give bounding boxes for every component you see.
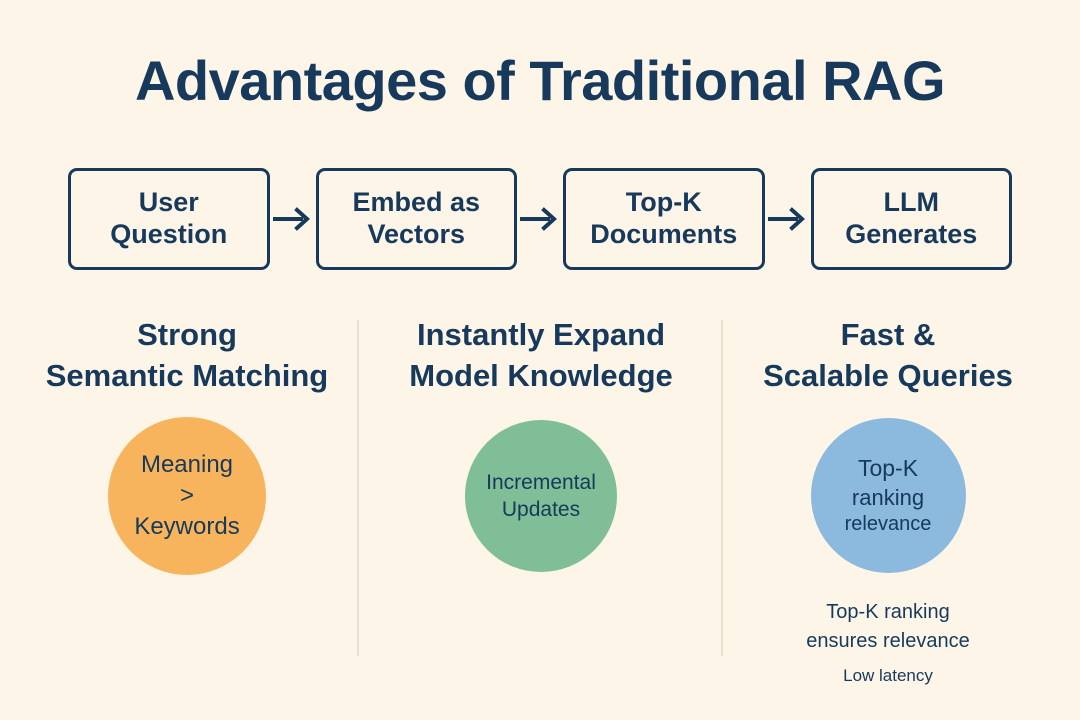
circle-label-line2: Updates — [501, 498, 581, 522]
circle-label-line2: ranking — [851, 484, 925, 510]
flow-step-label-line2: Documents — [590, 219, 738, 249]
flow-step-label-line2: Question — [110, 219, 228, 249]
column-heading-line1: Strong — [137, 317, 237, 352]
column-heading: Instantly Expand Model Knowledge — [409, 314, 673, 396]
advantage-column-semantic-matching: Strong Semantic Matching Meaning > Keywo… — [17, 314, 357, 576]
column-heading-line1: Instantly Expand — [416, 317, 666, 352]
flow-step-label-line1: User — [138, 187, 199, 218]
arrow-right-icon — [270, 199, 316, 239]
advantage-circle-incremental-updates: Incremental Updates — [465, 420, 617, 573]
flow-step-label-line1: Embed as — [352, 187, 481, 218]
rag-pipeline-flow: User Question Embed as Vectors Top-K Doc… — [68, 168, 1012, 270]
column-caption-line2: ensures relevance — [806, 630, 970, 653]
flow-step-user-question[interactable]: User Question — [68, 168, 270, 270]
flow-step-top-k-documents[interactable]: Top-K Documents — [563, 168, 765, 270]
circle-label-line3: relevance — [844, 512, 932, 535]
column-heading: Strong Semantic Matching — [46, 314, 329, 396]
column-heading-line1: Fast & — [840, 317, 936, 352]
flow-step-label-line2: Generates — [845, 219, 978, 249]
arrow-right-icon — [517, 199, 563, 239]
flow-step-label-line1: LLM — [883, 187, 939, 218]
circle-label-line2: > — [179, 482, 194, 510]
column-divider-right — [721, 320, 723, 656]
column-subcaption: Low latency — [843, 666, 933, 686]
page-title: Advantages of Traditional RAG — [134, 49, 946, 112]
column-divider-left — [357, 320, 359, 656]
column-heading: Fast & Scalable Queries — [763, 314, 1013, 396]
advantage-circle-top-k-ranking: Top-K ranking relevance — [810, 418, 966, 574]
advantage-column-scalable-queries: Fast & Scalable Queries Top-K ranking re… — [718, 314, 1058, 688]
arrow-right-icon — [765, 199, 811, 239]
flow-step-label-line2: Vectors — [367, 219, 466, 249]
column-heading-line2: Model Knowledge — [409, 358, 673, 394]
column-heading-line2: Semantic Matching — [45, 358, 329, 394]
circle-label-line3: Keywords — [134, 512, 240, 540]
circle-label-line1: Meaning — [140, 451, 234, 479]
flow-step-llm-generates[interactable]: LLM Generates — [810, 168, 1012, 270]
column-caption: Top-K ranking ensures relevance — [806, 598, 969, 656]
flow-step-embed-as-vectors[interactable]: Embed as Vectors — [315, 168, 517, 270]
advantage-circle-meaning-keywords: Meaning > Keywords — [108, 417, 266, 576]
column-heading-line2: Scalable Queries — [763, 358, 1013, 394]
advantage-column-model-knowledge: Instantly Expand Model Knowledge Increme… — [371, 314, 711, 573]
circle-label-line1: Incremental — [486, 471, 596, 495]
circle-label-line1: Top-K — [857, 455, 919, 482]
column-caption-line1: Top-K ranking — [826, 601, 950, 624]
flow-step-label-line1: Top-K — [625, 187, 702, 218]
